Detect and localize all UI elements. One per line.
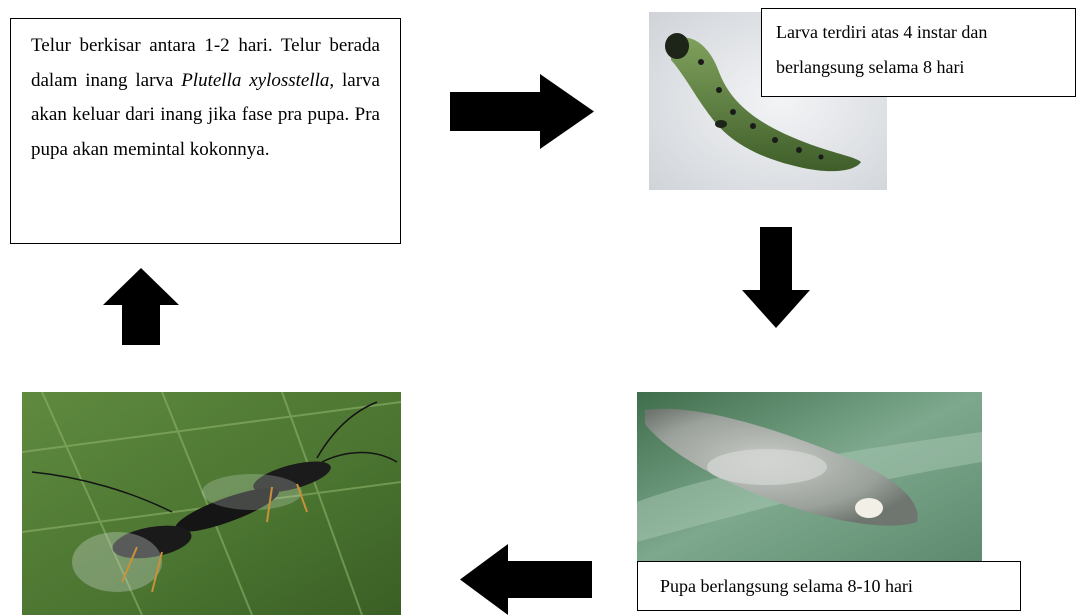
- pupa-cocoon-photo: [637, 392, 982, 563]
- larva-text: Larva terdiri atas 4 instar dan berlangs…: [776, 22, 987, 77]
- egg-stage-description: Telur berkisar antara 1-2 hari. Telur be…: [10, 18, 401, 244]
- pupa-text: Pupa berlangsung selama 8-10 hari: [660, 576, 913, 596]
- arrow-up-icon: [103, 268, 179, 345]
- larva-stage-description: Larva terdiri atas 4 instar dan berlangs…: [761, 8, 1076, 97]
- species-name: Plutella xylosstella: [181, 70, 329, 91]
- pupa-stage-description: Pupa berlangsung selama 8-10 hari: [637, 561, 1021, 611]
- arrow-left-icon: [460, 544, 592, 615]
- arrow-down-icon: [742, 227, 810, 328]
- adult-wasp-photo: [22, 392, 401, 615]
- arrow-right-icon: [450, 74, 594, 149]
